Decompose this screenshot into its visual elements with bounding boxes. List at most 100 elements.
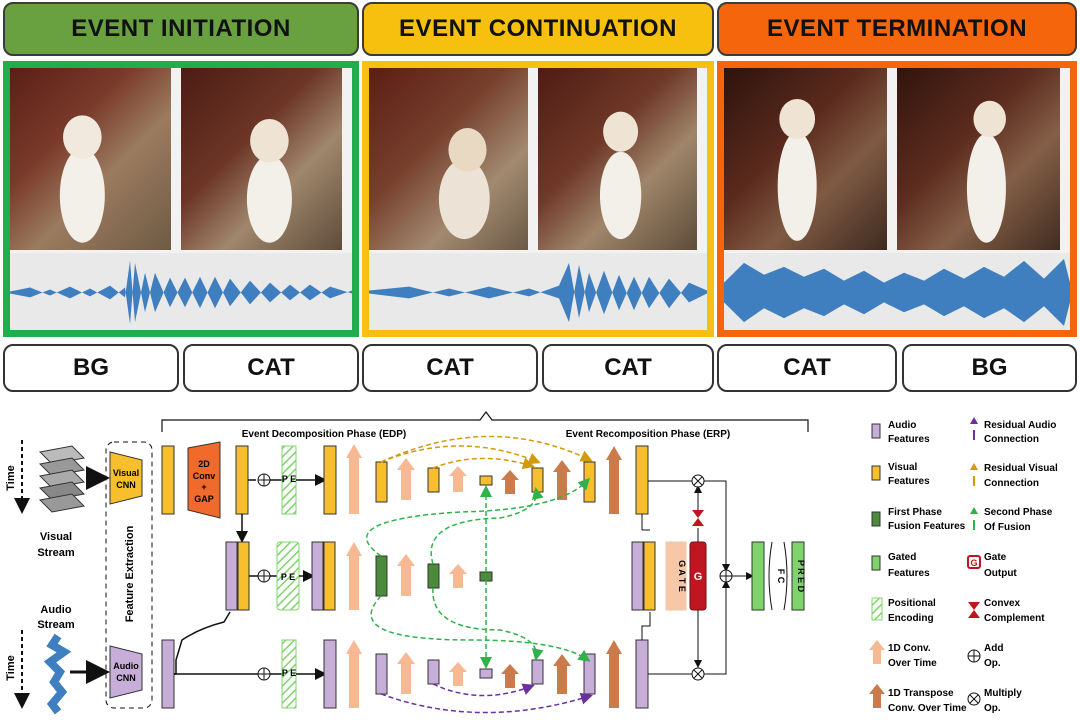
legend-gated-icon: [871, 555, 881, 571]
audio-feature-block: [635, 639, 649, 709]
multiply-op-icon: [691, 667, 705, 681]
visual-feature-block: [635, 445, 649, 515]
segment-label: CAT: [362, 344, 538, 392]
legend-text: First Phase: [888, 507, 942, 518]
visual-feature-block: [479, 475, 493, 486]
time-label: Time: [5, 655, 17, 680]
panel-initiation: [3, 61, 359, 337]
gated-features-block: [751, 541, 765, 611]
conv1d-arrows-visual: [346, 444, 467, 514]
audio-cnn-block: [109, 645, 143, 699]
audio-cnn-label-2: CNN: [116, 673, 136, 683]
conv2d-label: Conv: [193, 471, 216, 481]
legend-text: Visual: [888, 462, 917, 473]
phase-title-continuation: EVENT CONTINUATION: [399, 15, 677, 42]
convex-complement-icon: [692, 518, 704, 526]
segment-label: BG: [902, 344, 1077, 392]
waveform-svg: [369, 262, 707, 323]
visual-cnn-block: [109, 451, 143, 505]
legend-transpose-icon: [869, 684, 885, 708]
phase-title-initiation: EVENT INITIATION: [71, 15, 291, 42]
audio-waveform: [369, 253, 707, 330]
gate-label-short: G: [694, 571, 703, 583]
legend-text: Of Fusion: [984, 522, 1031, 533]
legend-text: Features: [888, 434, 930, 445]
video-frame-cat: [369, 68, 528, 250]
legend-text: Add: [984, 643, 1003, 654]
legend-text: Connection: [984, 434, 1039, 445]
legend-text: Conv. Over Time: [888, 703, 967, 714]
legend-text: Op.: [984, 658, 1001, 669]
legend-gate-glyph: G: [970, 558, 977, 568]
segment-label: CAT: [542, 344, 714, 392]
segment-text: CAT: [426, 354, 474, 381]
legend-second-fusion-icon: [970, 507, 978, 514]
video-frame-bg: [897, 68, 1060, 250]
erp-label: Event Recomposition Phase (ERP): [566, 429, 730, 440]
conv2d-label: GAP: [194, 494, 214, 504]
legend: Audio Features Residual Audio Connection…: [869, 417, 1058, 714]
video-frame-cat: [538, 68, 697, 250]
visual-feature-block: [531, 467, 544, 493]
audio-feature-block: [225, 541, 238, 611]
fc-brace: [768, 541, 773, 611]
pe-label: P E: [281, 572, 295, 582]
time-axis-visual: Time: [5, 440, 30, 514]
conv1d-arrows-audio: [346, 640, 467, 708]
visual-stream-label-2: Stream: [37, 547, 75, 559]
visual-feature-block: [161, 445, 175, 515]
visual-feature-block: [323, 445, 337, 515]
audio-feature-block: [311, 541, 324, 611]
convex-complement-icon: [692, 510, 704, 518]
panel-termination: [717, 61, 1077, 337]
cat-image: [59, 115, 105, 243]
conv1d-arrows-fusion: [346, 542, 467, 610]
legend-text: Audio: [888, 420, 916, 431]
first-fusion-block: [375, 555, 388, 597]
visual-feature-block: [237, 541, 250, 611]
add-op-icon: [257, 473, 271, 487]
audio-feature-block: [323, 639, 337, 709]
add-op-icon: [257, 667, 271, 681]
waveform-svg: [724, 258, 1070, 327]
audio-stream-wave: [43, 633, 72, 715]
conv2d-block: [187, 441, 221, 519]
video-frame-cat: [724, 68, 887, 250]
visual-stream-label-1: Visual: [40, 531, 72, 543]
cat-image: [599, 111, 642, 240]
visual-feature-block: [235, 445, 249, 515]
positional-encoding-block: [276, 541, 300, 611]
first-fusion-block: [479, 571, 493, 582]
video-frame-bg: [10, 68, 171, 250]
legend-text: Fusion Features: [888, 521, 966, 532]
legend-text: Gated: [888, 552, 916, 563]
audio-stream-label-2: Stream: [37, 619, 75, 631]
gate-label-vertical: G A T E: [677, 560, 687, 592]
fc-label: F C: [776, 569, 786, 584]
legend-convex-icon: [968, 610, 980, 618]
time-axis-audio: Time: [5, 630, 30, 709]
segment-label: CAT: [717, 344, 897, 392]
feature-extraction-label: Feature Extraction: [124, 525, 136, 622]
audio-stream-label-1: Audio: [40, 604, 71, 616]
legend-text: Output: [984, 568, 1017, 579]
legend-text: Multiply: [984, 688, 1022, 699]
legend-gate-output-icon: [967, 555, 981, 569]
legend-text: Complement: [984, 613, 1045, 624]
add-op-icon: [257, 569, 271, 583]
segment-text: CAT: [247, 354, 295, 381]
legend-text: 1D Transpose: [888, 688, 954, 699]
legend-text: Second Phase: [984, 507, 1053, 518]
audio-feature-block: [375, 653, 388, 695]
transpose-arrows: [501, 446, 622, 708]
cat-image: [246, 118, 292, 243]
cat-image: [438, 128, 490, 240]
legend-text: 1D Conv.: [888, 643, 931, 654]
phase-title-termination: EVENT TERMINATION: [766, 15, 1028, 42]
audio-feature-block: [161, 639, 175, 709]
legend-text: Features: [888, 568, 930, 579]
legend-text: Residual Visual: [984, 463, 1058, 474]
gate-output-block: [689, 541, 707, 611]
segment-text: CAT: [783, 354, 831, 381]
video-frame-cat: [181, 68, 342, 250]
